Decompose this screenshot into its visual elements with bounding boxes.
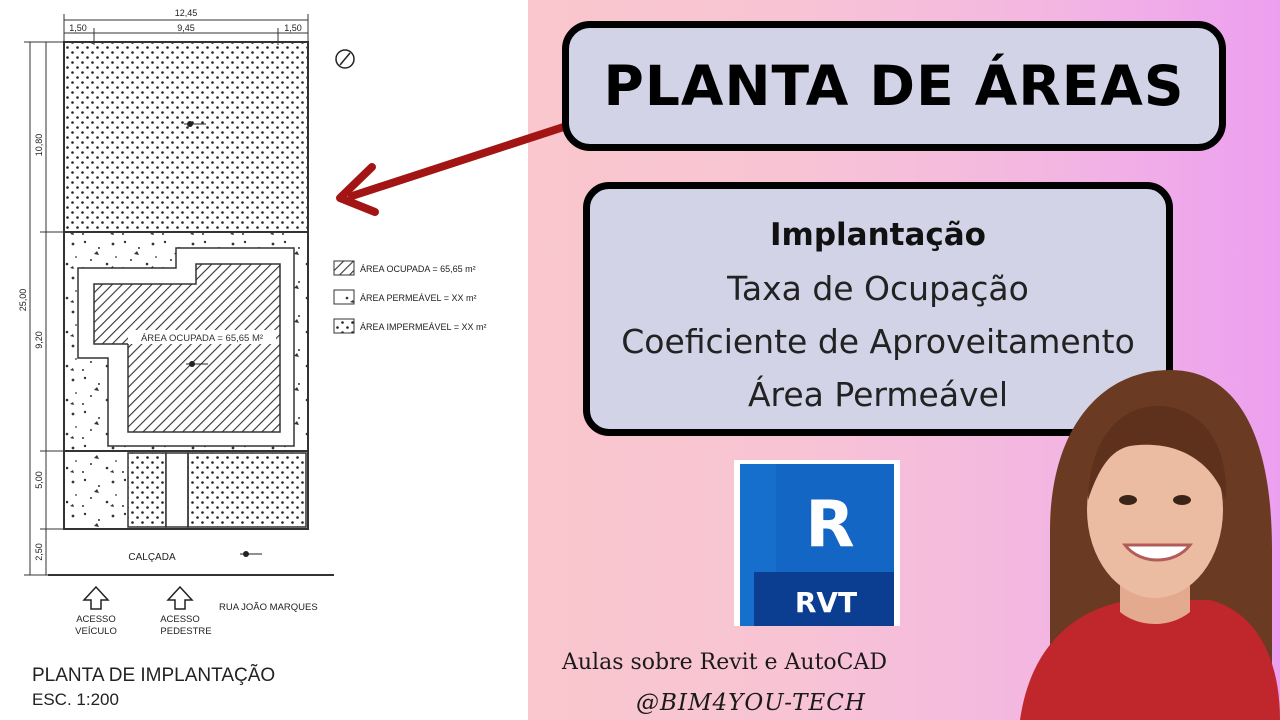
- dim-total-width: 12,45: [175, 8, 198, 18]
- legend-swatch-occupied: [333, 260, 355, 276]
- info-box: Implantação Taxa de Ocupação Coeficiente…: [583, 182, 1173, 436]
- level-marker: [240, 551, 262, 557]
- dim-right: 1,50: [284, 23, 302, 33]
- dim-middle: 9,45: [177, 23, 195, 33]
- sidewalk-label: CALÇADA: [128, 552, 176, 563]
- access-vehicle-line1: ACESSO: [76, 614, 116, 625]
- permeable-front: [66, 453, 126, 527]
- north-arrow-icon: [335, 49, 355, 69]
- legend-occupied: ÁREA OCUPADA = 65,65 m²: [360, 264, 476, 274]
- legend-swatch-permeable: [333, 289, 355, 305]
- dim-total-height: 25,00: [18, 289, 28, 312]
- dim-left: 1,50: [69, 23, 87, 33]
- level-marker: [184, 121, 206, 127]
- dim-h2: 9,20: [34, 331, 44, 349]
- dim-h4: 2,50: [34, 543, 44, 561]
- up-arrow-icon: [82, 585, 110, 610]
- plan-scale: ESC. 1:200: [32, 690, 119, 709]
- info-line-2: Coeficiente de Aproveitamento: [621, 322, 1135, 361]
- building-footprint: [93, 263, 281, 433]
- revit-logo-icon: R RVT: [734, 460, 900, 626]
- vehicle-ramp: [127, 452, 167, 528]
- legend-swatch-impermeable: [333, 318, 355, 334]
- impermeable-area-top: [63, 41, 309, 233]
- footer-handle: @BIM4YOU-TECH: [636, 690, 866, 716]
- site-plan-drawing: 12,45 1,50 9,45 1,50 25,00 10,80 9,20 5,…: [18, 8, 486, 709]
- impermeable-front: [187, 452, 307, 528]
- info-heading: Implantação: [770, 217, 986, 253]
- dim-h3: 5,00: [34, 471, 44, 489]
- building-label: ÁREA OCUPADA = 65,65 M²: [141, 333, 263, 344]
- revit-label: RVT: [795, 586, 857, 619]
- access-pedestrian-line2: PEDESTRE: [160, 626, 211, 637]
- revit-letter: R: [805, 488, 854, 562]
- street-name: RUA JOÃO MARQUES: [219, 602, 318, 613]
- plan-title: PLANTA DE IMPLANTAÇÃO: [32, 664, 275, 686]
- access-vehicle-line2: VEÍCULO: [75, 626, 117, 637]
- dim-h1: 10,80: [34, 134, 44, 157]
- level-marker: [186, 361, 208, 367]
- legend-permeable: ÁREA PERMEÁVEL = XX m²: [360, 293, 476, 303]
- info-line-1: Taxa de Ocupação: [727, 269, 1029, 308]
- footer-courses: Aulas sobre Revit e AutoCAD: [562, 650, 888, 675]
- info-line-3: Área Permeável: [747, 375, 1009, 414]
- up-arrow-icon: [166, 585, 194, 610]
- page-title: PLANTA DE ÁREAS: [603, 54, 1185, 118]
- access-pedestrian-line1: ACESSO: [160, 614, 200, 625]
- presenter-photo: [1020, 370, 1280, 720]
- title-box: PLANTA DE ÁREAS: [562, 21, 1226, 151]
- legend-impermeable: ÁREA IMPERMEÁVEL = XX m²: [360, 322, 486, 332]
